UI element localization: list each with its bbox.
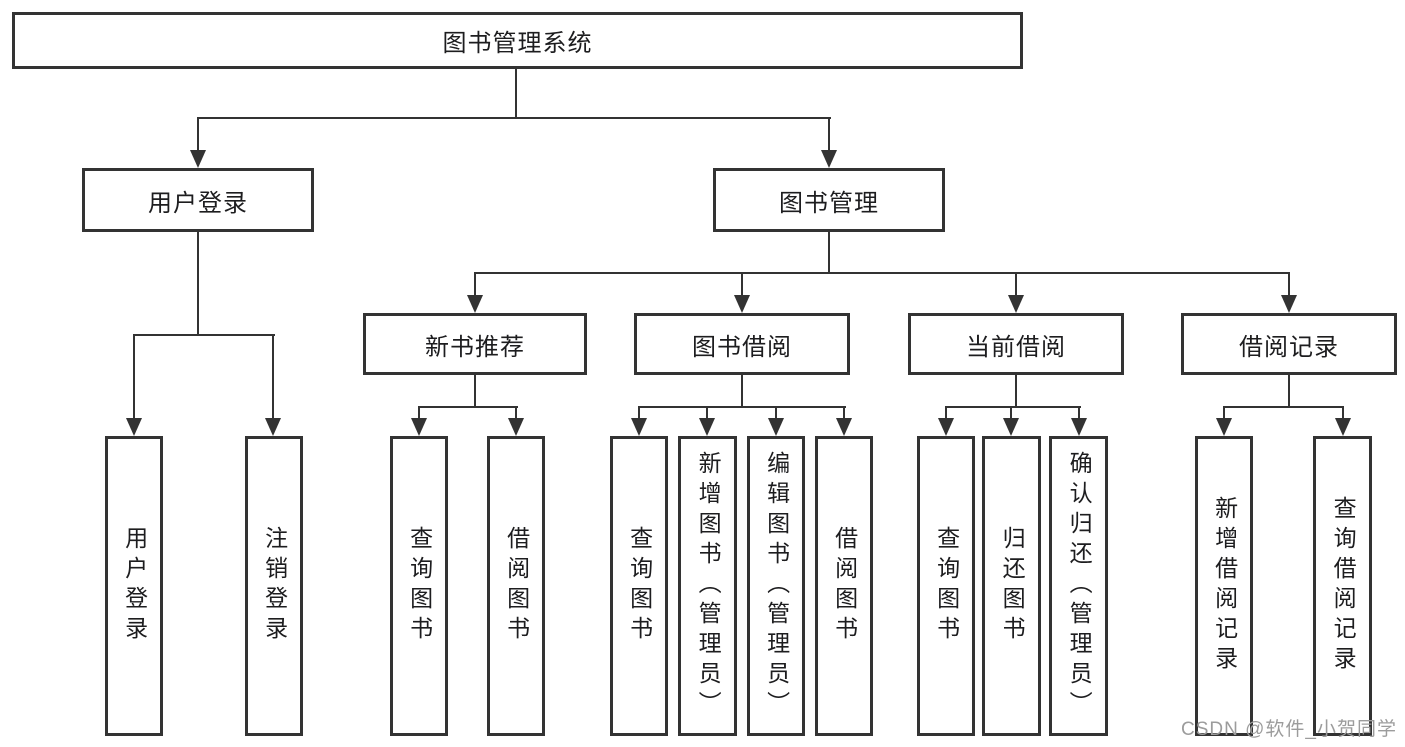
arrow-down-icon [821, 150, 837, 168]
leaf-add-borrow-record: 新增借阅记录 [1195, 436, 1253, 736]
leaf-query-books-current-label: 查询图书 [933, 526, 960, 646]
arrow-down-icon [1281, 295, 1297, 313]
connector-line [1223, 406, 1225, 420]
arrow-down-icon [631, 418, 647, 436]
connector-line [418, 406, 518, 408]
connector-line [197, 117, 831, 119]
leaf-query-borrow-record: 查询借阅记录 [1313, 436, 1372, 736]
connector-line [828, 232, 830, 274]
csdn-watermark: CSDN @软件_小贺同学 [1181, 719, 1397, 740]
connector-line [945, 406, 947, 420]
node-book-management-label: 图书管理 [779, 189, 879, 217]
leaf-logout-label: 注销登录 [261, 526, 288, 646]
connector-line [1288, 375, 1290, 408]
connector-line [1010, 406, 1012, 420]
connector-line [741, 272, 743, 297]
arrow-down-icon [836, 418, 852, 436]
connector-line [945, 406, 1081, 408]
arrow-down-icon [1216, 418, 1232, 436]
connector-line [1223, 406, 1344, 408]
leaf-borrow-books-borrowing: 借阅图书 [815, 436, 873, 736]
connector-line [828, 117, 830, 152]
arrow-down-icon [467, 295, 483, 313]
arrow-down-icon [190, 150, 206, 168]
arrow-down-icon [1071, 418, 1087, 436]
connector-line [515, 406, 517, 420]
connector-line [1078, 406, 1080, 420]
connector-line [133, 334, 135, 420]
leaf-confirm-return-admin-label: 确认归还（管理员） [1066, 451, 1093, 721]
connector-line [418, 406, 420, 420]
leaf-confirm-return-admin: 确认归还（管理员） [1049, 436, 1108, 736]
leaf-user-login: 用户登录 [105, 436, 163, 736]
node-borrowing-records-label: 借阅记录 [1239, 333, 1339, 361]
arrow-down-icon [938, 418, 954, 436]
leaf-query-books-current: 查询图书 [917, 436, 975, 736]
node-book-borrowing-label: 图书借阅 [692, 333, 792, 361]
connector-line [638, 406, 846, 408]
connector-line [843, 406, 845, 420]
node-root-label: 图书管理系统 [442, 30, 593, 57]
connector-line [638, 406, 640, 420]
connector-line [1015, 272, 1017, 297]
leaf-edit-book-admin-label: 编辑图书（管理员） [763, 451, 790, 721]
connector-line [133, 334, 275, 336]
connector-line [272, 334, 274, 420]
arrow-down-icon [1003, 418, 1019, 436]
arrow-down-icon [508, 418, 524, 436]
leaf-query-books-borrowing: 查询图书 [610, 436, 668, 736]
node-book-management: 图书管理 [713, 168, 945, 232]
leaf-return-books: 归还图书 [982, 436, 1041, 736]
connector-line [197, 232, 199, 336]
leaf-borrow-books-recommend-label: 借阅图书 [503, 526, 530, 646]
arrow-down-icon [411, 418, 427, 436]
node-root: 图书管理系统 [12, 12, 1023, 69]
connector-line [775, 406, 777, 420]
node-user-login: 用户登录 [82, 168, 314, 232]
connector-line [741, 375, 743, 408]
node-new-book-recommendation-label: 新书推荐 [425, 333, 525, 361]
leaf-logout: 注销登录 [245, 436, 303, 736]
node-book-borrowing: 图书借阅 [634, 313, 850, 375]
leaf-user-login-label: 用户登录 [121, 526, 148, 646]
leaf-add-borrow-record-label: 新增借阅记录 [1211, 496, 1238, 676]
connector-line [515, 69, 517, 117]
leaf-edit-book-admin: 编辑图书（管理员） [747, 436, 805, 736]
leaf-borrow-books-borrowing-label: 借阅图书 [831, 526, 858, 646]
leaf-borrow-books-recommend: 借阅图书 [487, 436, 545, 736]
leaf-add-book-admin: 新增图书（管理员） [678, 436, 737, 736]
leaf-add-book-admin-label: 新增图书（管理员） [695, 451, 722, 721]
arrow-down-icon [1335, 418, 1351, 436]
connector-line [474, 272, 476, 297]
arrow-down-icon [1008, 295, 1024, 313]
arrow-down-icon [768, 418, 784, 436]
leaf-return-books-label: 归还图书 [999, 526, 1026, 646]
connector-line [474, 375, 476, 408]
node-user-login-label: 用户登录 [148, 189, 248, 217]
connector-line [474, 272, 1290, 274]
leaf-query-books-recommend-label: 查询图书 [406, 526, 433, 646]
node-new-book-recommendation: 新书推荐 [363, 313, 587, 375]
leaf-query-borrow-record-label: 查询借阅记录 [1330, 496, 1357, 676]
node-borrowing-records: 借阅记录 [1181, 313, 1397, 375]
leaf-query-books-borrowing-label: 查询图书 [626, 526, 653, 646]
node-current-borrowing: 当前借阅 [908, 313, 1124, 375]
connector-line [1288, 272, 1290, 297]
leaf-query-books-recommend: 查询图书 [390, 436, 448, 736]
connector-line [706, 406, 708, 420]
arrow-down-icon [699, 418, 715, 436]
arrow-down-icon [126, 418, 142, 436]
node-current-borrowing-label: 当前借阅 [966, 333, 1066, 361]
connector-line [1342, 406, 1344, 420]
connector-line [1015, 375, 1017, 408]
arrow-down-icon [265, 418, 281, 436]
connector-line [197, 117, 199, 152]
arrow-down-icon [734, 295, 750, 313]
